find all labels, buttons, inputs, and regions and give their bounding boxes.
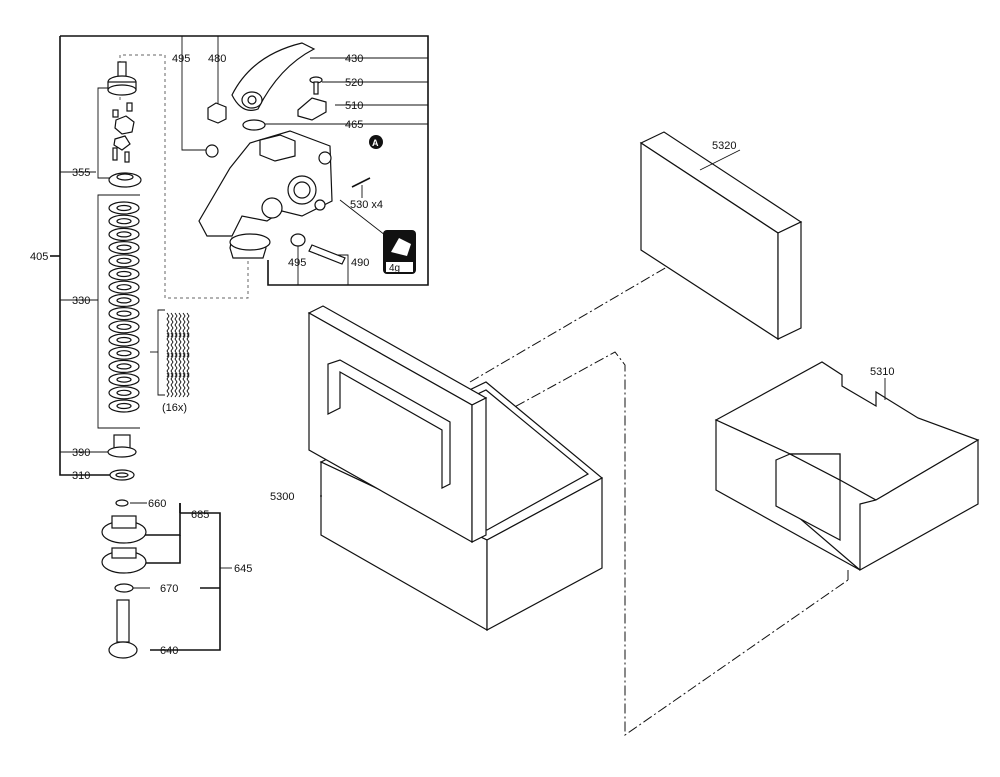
grease-icon bbox=[383, 230, 416, 274]
disc-spring bbox=[116, 363, 132, 370]
label-640: 640 bbox=[160, 645, 178, 657]
small-spring bbox=[166, 352, 170, 378]
disc-spring bbox=[116, 218, 132, 225]
small-spring bbox=[166, 372, 170, 398]
label-355: 355 bbox=[72, 167, 90, 179]
disc-spring bbox=[116, 270, 132, 278]
small-spring bbox=[174, 332, 178, 358]
disc-spring bbox=[116, 336, 132, 344]
small-spring bbox=[174, 312, 178, 338]
pin-490 bbox=[308, 244, 346, 265]
small-spring bbox=[178, 312, 182, 338]
part-480 bbox=[207, 102, 227, 124]
small-spring bbox=[186, 332, 190, 358]
disc-spring bbox=[116, 376, 132, 383]
disc-spring bbox=[116, 389, 132, 396]
label-5300: 5300 bbox=[270, 491, 294, 503]
label-390: 390 bbox=[72, 447, 90, 459]
marker-a-text: A bbox=[372, 138, 379, 148]
label-660: 660 bbox=[148, 498, 166, 510]
gear-housing bbox=[198, 130, 333, 259]
label-430: 430 bbox=[345, 53, 363, 65]
small-spring bbox=[170, 312, 174, 338]
small-spring bbox=[174, 352, 178, 378]
small-spring bbox=[186, 352, 190, 378]
bushing-495-bottom bbox=[290, 233, 306, 247]
disc-spring bbox=[116, 204, 132, 212]
screw-530 bbox=[351, 177, 371, 188]
spindle-parts-stack bbox=[101, 61, 147, 659]
small-spring bbox=[186, 372, 190, 398]
disc-spring bbox=[116, 231, 132, 238]
disc-spring bbox=[116, 310, 132, 317]
small-spring bbox=[186, 312, 190, 338]
disc-spring bbox=[116, 323, 132, 330]
small-spring bbox=[166, 312, 170, 338]
small-spring bbox=[182, 352, 186, 378]
disc-spring bbox=[116, 284, 132, 291]
label-4g: 4g bbox=[389, 263, 400, 274]
label-5310: 5310 bbox=[870, 366, 894, 378]
label-16x: (16x) bbox=[162, 402, 187, 414]
small-spring bbox=[178, 332, 182, 358]
small-spring bbox=[174, 372, 178, 398]
label-670: 670 bbox=[160, 583, 178, 595]
small-spring bbox=[170, 372, 174, 398]
carrying-case-5300 bbox=[307, 305, 604, 632]
disc-spring bbox=[116, 244, 132, 251]
small-spring bbox=[166, 332, 170, 358]
label-645: 645 bbox=[234, 563, 252, 575]
small-spring bbox=[182, 332, 186, 358]
disc-spring bbox=[116, 257, 132, 264]
marker-a-circle bbox=[369, 135, 383, 149]
small-spring bbox=[178, 372, 182, 398]
disc-spring bbox=[116, 297, 132, 304]
label-490: 490 bbox=[351, 257, 369, 269]
label-330: 330 bbox=[72, 295, 90, 307]
disc-spring bbox=[116, 350, 132, 357]
label-685: 685 bbox=[191, 509, 209, 521]
label-520: 520 bbox=[345, 77, 363, 89]
bracket-lines bbox=[50, 35, 429, 651]
label-465: 465 bbox=[345, 119, 363, 131]
part-labels: 495 480 430 520 510 465 5320 530 x4 405 … bbox=[30, 53, 894, 657]
disc-spring-stack bbox=[108, 201, 140, 413]
ring-465 bbox=[242, 119, 266, 131]
label-405: 405 bbox=[30, 251, 48, 263]
spring-set bbox=[166, 312, 190, 398]
small-spring bbox=[182, 312, 186, 338]
screw-520 bbox=[309, 76, 323, 95]
small-spring bbox=[170, 352, 174, 378]
label-495-top: 495 bbox=[172, 53, 190, 65]
label-5320: 5320 bbox=[712, 140, 736, 152]
leader-5320 bbox=[699, 149, 741, 171]
small-spring bbox=[170, 332, 174, 358]
small-spring bbox=[182, 372, 186, 398]
foam-insert-5310 bbox=[714, 361, 980, 572]
disc-spring bbox=[116, 402, 132, 410]
label-495-bottom: 495 bbox=[288, 257, 306, 269]
foam-pad-5320 bbox=[639, 131, 803, 341]
label-480: 480 bbox=[208, 53, 226, 65]
label-530: 530 x4 bbox=[350, 199, 383, 211]
lever-part bbox=[231, 42, 316, 111]
part-510 bbox=[297, 97, 327, 121]
small-spring bbox=[178, 352, 182, 378]
bushing-495-top bbox=[205, 144, 219, 158]
label-310: 310 bbox=[72, 470, 90, 482]
label-510: 510 bbox=[345, 100, 363, 112]
